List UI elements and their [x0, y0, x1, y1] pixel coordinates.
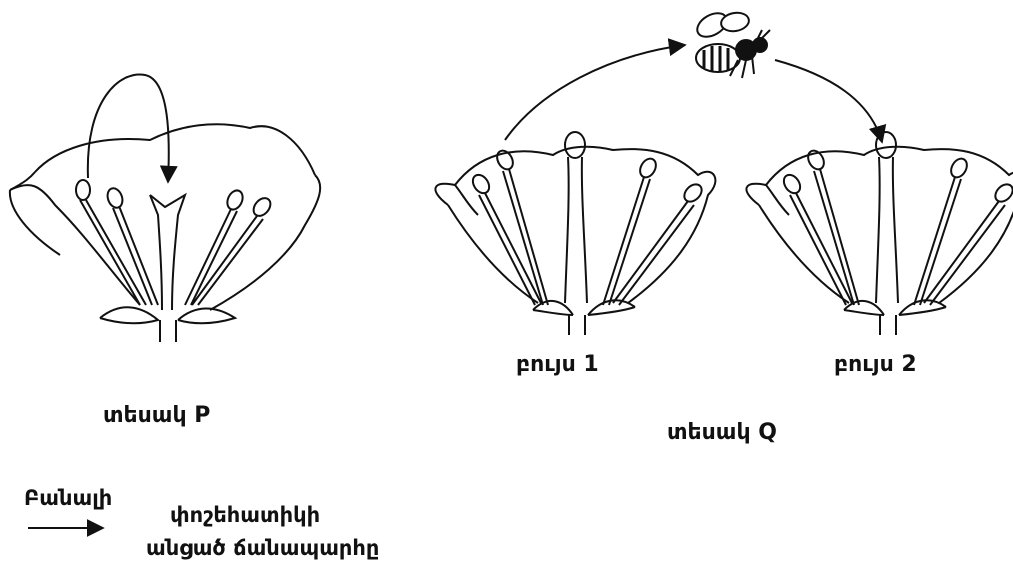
key-title: Բանալի	[24, 486, 112, 510]
flower-icon	[435, 132, 715, 335]
species-q-label: տեսակ Q	[667, 420, 777, 445]
key-line1: փոշեհատիկի	[170, 503, 320, 527]
plant1-label: բույս 1	[516, 352, 599, 377]
bee-icon	[693, 8, 770, 78]
species-p-label: տեսակ P	[103, 403, 210, 428]
key-line2: անցած ճանապարհը	[146, 536, 379, 560]
flower-icon	[10, 124, 320, 342]
plant2-label: բույս 2	[834, 352, 917, 377]
flower-icon	[746, 132, 1013, 335]
